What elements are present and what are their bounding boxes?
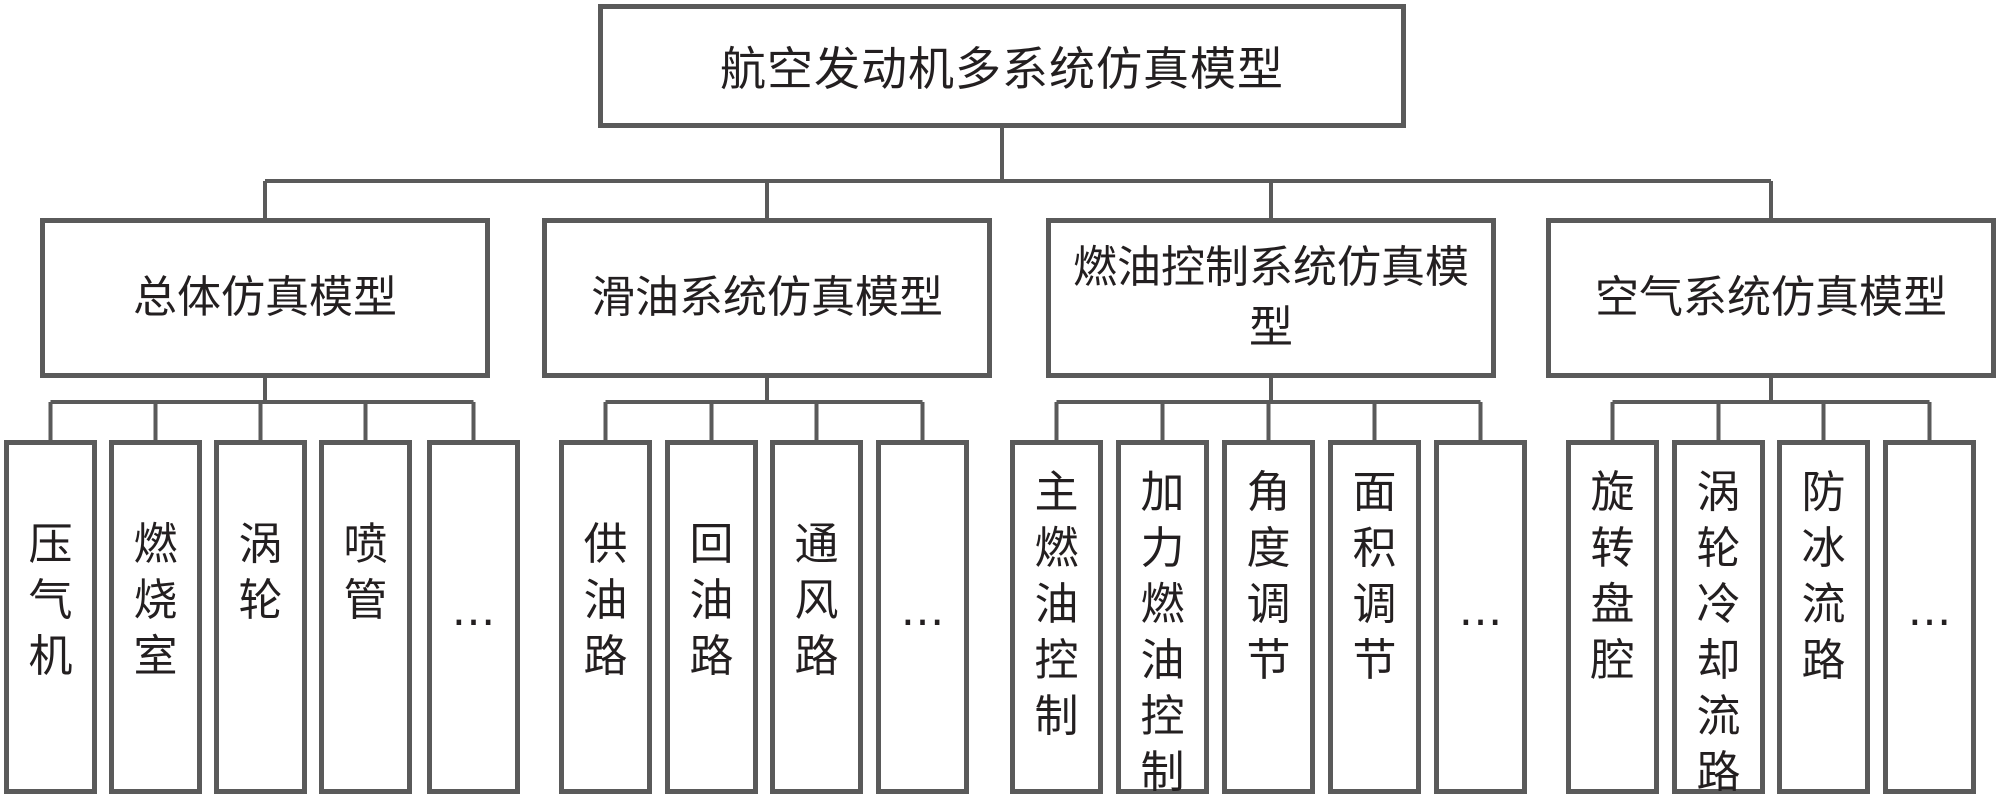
leaf-label: 供油路 (583, 519, 628, 682)
leaf-label: … (900, 585, 945, 636)
leaf-label: 喷管 (343, 519, 388, 626)
leaf-node: … (427, 440, 520, 794)
leaf-label: … (1907, 585, 1952, 636)
category-node-lubrication: 滑油系统仿真模型 (542, 218, 992, 378)
leaf-node: 涡轮 (214, 440, 307, 794)
leaf-node: 回油路 (665, 440, 758, 794)
root-node: 航空发动机多系统仿真模型 (598, 4, 1406, 128)
leaf-node: 加力燃油控制 (1116, 440, 1209, 798)
category-node-air-system: 空气系统仿真模型 (1546, 218, 1996, 378)
leaf-node: … (1434, 440, 1527, 794)
leaf-label: … (1458, 585, 1503, 636)
leaf-node: 供油路 (559, 440, 652, 794)
root-node-label: 航空发动机多系统仿真模型 (720, 42, 1284, 96)
leaf-label: 通风路 (794, 519, 839, 682)
leaf-label: 主燃油控制 (1034, 467, 1079, 742)
category-label: 燃油控制系统仿真模型 (1073, 242, 1469, 353)
leaf-label: 压气机 (28, 519, 73, 682)
leaf-label: … (451, 585, 496, 636)
category-label: 总体仿真模型 (133, 272, 397, 323)
leaf-label: 加力燃油控制 (1140, 467, 1185, 798)
leaf-node: 旋转盘腔 (1566, 440, 1659, 794)
leaf-node: … (876, 440, 969, 794)
leaf-node: 燃烧室 (109, 440, 202, 794)
leaf-label: 回油路 (689, 519, 734, 682)
category-node-fuel-control: 燃油控制系统仿真模型 (1046, 218, 1496, 378)
category-label: 空气系统仿真模型 (1595, 272, 1947, 323)
category-label: 滑油系统仿真模型 (591, 272, 943, 323)
category-node-overall: 总体仿真模型 (40, 218, 490, 378)
leaf-node: 主燃油控制 (1010, 440, 1103, 794)
leaf-label: 旋转盘腔 (1590, 467, 1635, 686)
leaf-label: 涡轮 (238, 519, 283, 626)
leaf-node: 涡轮冷却流路 (1672, 440, 1765, 798)
leaf-node: 面积调节 (1328, 440, 1421, 794)
leaf-label: 面积调节 (1352, 467, 1397, 686)
leaf-node: … (1883, 440, 1976, 794)
leaf-node: 防冰流路 (1777, 440, 1870, 794)
leaf-label: 涡轮冷却流路 (1696, 467, 1741, 798)
leaf-label: 防冰流路 (1801, 467, 1846, 686)
leaf-node: 喷管 (319, 440, 412, 794)
leaf-node: 压气机 (4, 440, 97, 794)
leaf-node: 角度调节 (1222, 440, 1315, 794)
leaf-label: 角度调节 (1246, 467, 1291, 686)
leaf-label: 燃烧室 (133, 519, 178, 682)
leaf-node: 通风路 (770, 440, 863, 794)
